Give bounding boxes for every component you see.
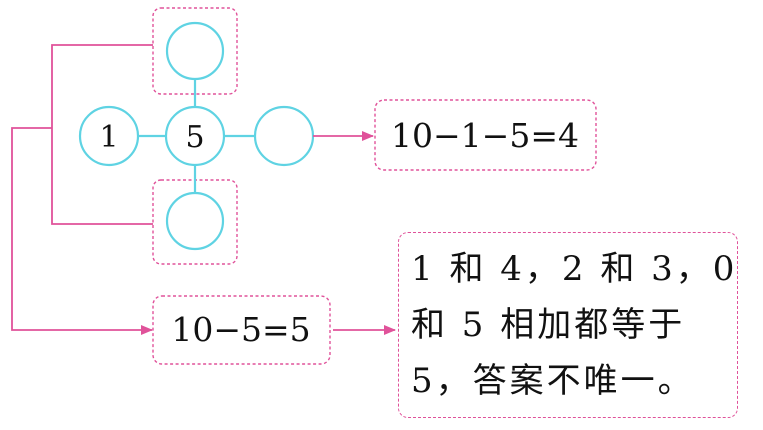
node-bottom-circle xyxy=(165,191,225,251)
node-right-circle xyxy=(253,105,315,167)
node-left-circle xyxy=(78,105,140,167)
node-top-circle xyxy=(165,21,225,81)
node-left-value: 1 xyxy=(99,120,118,155)
explanation-line-3: 5，答案不唯一。 xyxy=(411,361,695,401)
bracket-to-equation-arrow xyxy=(11,127,153,335)
node-center-value: 5 xyxy=(185,120,204,155)
node-center-circle xyxy=(164,105,226,167)
equation-bottom-box xyxy=(152,295,331,365)
explanation-line-1: 1 和 4，2 和 3，0 xyxy=(411,249,738,289)
equation-bottom-text: 10−5=5 xyxy=(171,310,310,349)
explanation-line-2: 和 5 相加都等于 xyxy=(411,305,686,345)
explanation-box: 1 和 4，2 和 3，0 和 5 相加都等于 5，答案不唯一。 xyxy=(398,232,738,418)
equation-top-text: 10−1−5=4 xyxy=(391,116,579,155)
equation-top-box xyxy=(374,99,597,171)
top-bottom-bracket xyxy=(51,44,153,225)
